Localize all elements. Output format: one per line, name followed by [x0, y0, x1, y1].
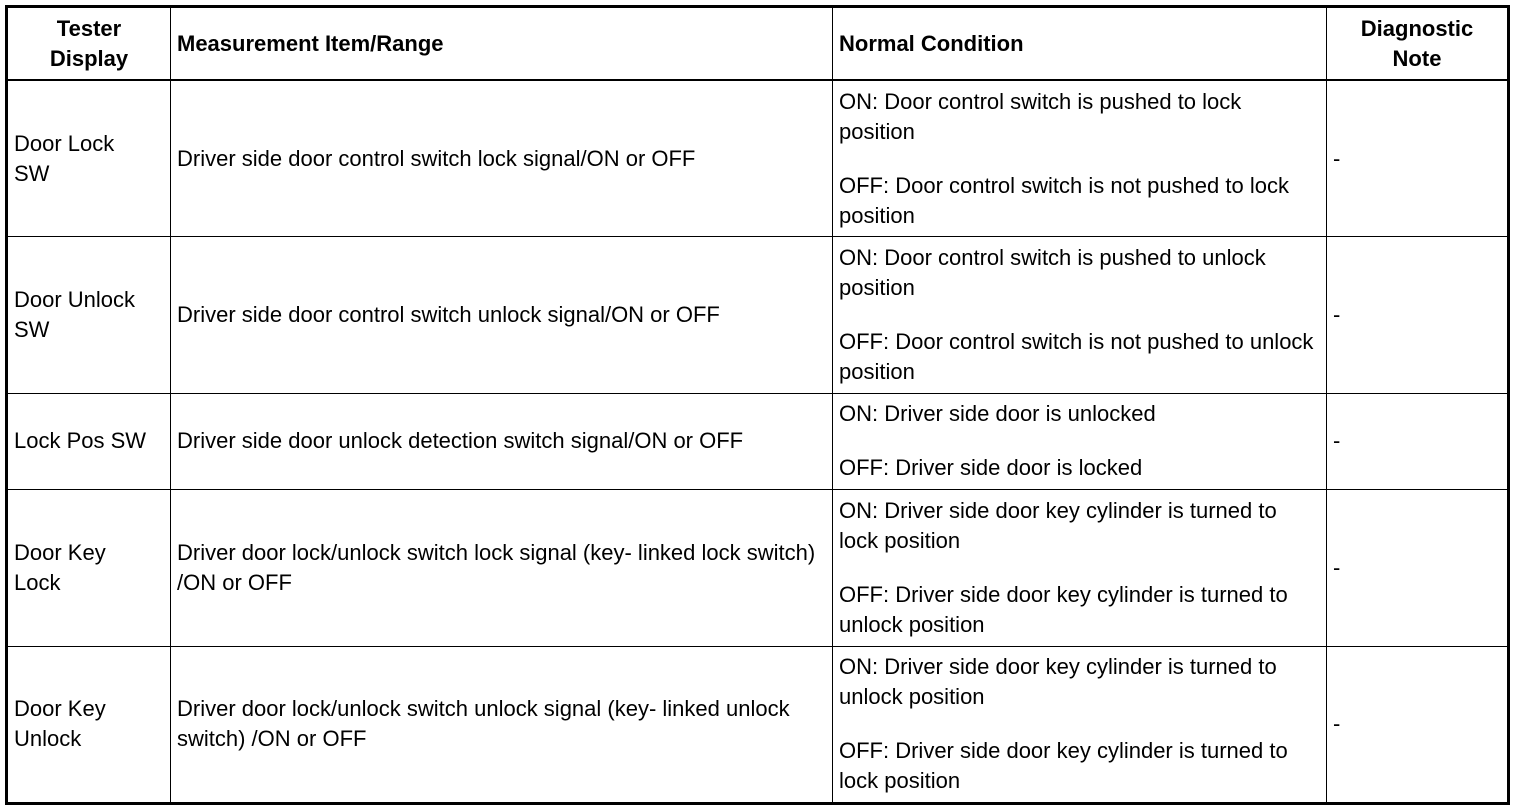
- cell-diagnostic-note: -: [1326, 489, 1509, 647]
- header-tester-display-line1: Tester: [56, 15, 122, 41]
- cell-tester-display: Door Key Unlock: [6, 645, 171, 805]
- condition-on: ON: Driver side door is unlocked: [839, 401, 1156, 427]
- table-header-row: Tester Display Measurement Item/Range No…: [6, 6, 1509, 81]
- header-diagnostic-note: Diagnostic Note: [1326, 6, 1509, 81]
- cell-normal-condition: ON: Driver side door key cylinder is tur…: [832, 489, 1327, 647]
- condition-on: ON: Driver side door key cylinder is tur…: [839, 654, 1277, 710]
- table-row: Door Unlock SW Driver side door control …: [6, 236, 1509, 394]
- condition-on: ON: Door control switch is pushed to unl…: [839, 244, 1266, 300]
- condition-off: OFF: Driver side door key cylinder is tu…: [839, 582, 1288, 638]
- cell-diagnostic-note: -: [1326, 79, 1509, 238]
- cell-measurement: Driver door lock/unlock switch unlock si…: [170, 645, 833, 805]
- condition-off: OFF: Driver side door key cylinder is tu…: [839, 738, 1288, 794]
- display-line1: Door Lock: [14, 130, 115, 156]
- cell-normal-condition: ON: Door control switch is pushed to unl…: [832, 236, 1327, 394]
- display-line2: Lock: [14, 570, 61, 596]
- cell-measurement: Driver side door control switch lock sig…: [170, 79, 833, 238]
- cell-diagnostic-note: -: [1326, 645, 1509, 805]
- cell-measurement: Driver side door unlock detection switch…: [170, 392, 833, 491]
- display-line1: Door Unlock: [14, 286, 136, 312]
- header-diagnostic-note-line2: Note: [1392, 45, 1442, 71]
- header-diagnostic-note-line1: Diagnostic: [1360, 15, 1474, 41]
- condition-off: OFF: Door control switch is not pushed t…: [839, 172, 1289, 228]
- header-tester-display: Tester Display: [6, 6, 171, 81]
- display-line2: SW: [14, 160, 50, 186]
- cell-normal-condition: ON: Door control switch is pushed to loc…: [832, 79, 1327, 238]
- cell-tester-display: Door Key Lock: [6, 489, 171, 647]
- table-row: Lock Pos SW Driver side door unlock dete…: [6, 392, 1509, 491]
- table-row: Door Key Unlock Driver door lock/unlock …: [6, 645, 1509, 805]
- table-row: Door Lock SW Driver side door control sw…: [6, 79, 1509, 238]
- cell-tester-display: Lock Pos SW: [6, 392, 171, 491]
- header-normal-condition: Normal Condition: [832, 6, 1327, 81]
- header-tester-display-line2: Display: [49, 45, 129, 71]
- cell-diagnostic-note: -: [1326, 392, 1509, 491]
- cell-measurement: Driver door lock/unlock switch lock sign…: [170, 489, 833, 647]
- cell-measurement: Driver side door control switch unlock s…: [170, 236, 833, 394]
- cell-normal-condition: ON: Driver side door key cylinder is tur…: [832, 645, 1327, 805]
- display-line1: Lock Pos SW: [14, 428, 147, 454]
- cell-tester-display: Door Unlock SW: [6, 236, 171, 394]
- cell-normal-condition: ON: Driver side door is unlocked OFF: Dr…: [832, 392, 1327, 491]
- cell-diagnostic-note: -: [1326, 236, 1509, 394]
- display-line1: Door Key: [14, 696, 106, 722]
- table-row: Door Key Lock Driver door lock/unlock sw…: [6, 489, 1509, 647]
- condition-off: OFF: Driver side door is locked: [839, 455, 1143, 481]
- diagnostic-data-table: Tester Display Measurement Item/Range No…: [5, 5, 1510, 805]
- display-line1: Door Key: [14, 540, 106, 566]
- cell-tester-display: Door Lock SW: [6, 79, 171, 238]
- condition-on: ON: Driver side door key cylinder is tur…: [839, 498, 1277, 554]
- condition-off: OFF: Door control switch is not pushed t…: [839, 328, 1314, 384]
- header-measurement-item: Measurement Item/Range: [170, 6, 833, 81]
- display-line2: SW: [14, 316, 50, 342]
- display-line2: Unlock: [14, 726, 82, 752]
- condition-on: ON: Door control switch is pushed to loc…: [839, 88, 1242, 144]
